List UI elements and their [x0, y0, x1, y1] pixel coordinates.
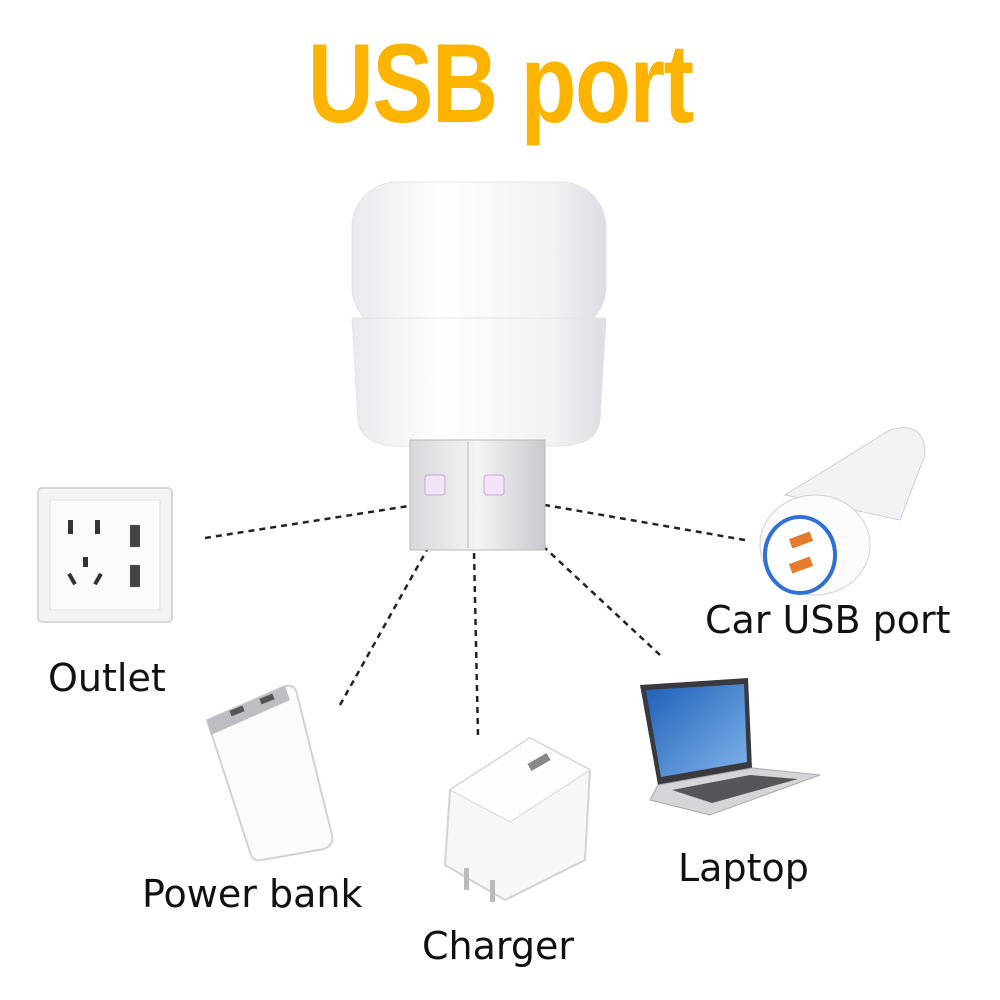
label-laptop: Laptop	[678, 846, 809, 890]
line-outlet	[204, 503, 416, 540]
outlet-image	[37, 487, 173, 623]
label-charger: Charger	[422, 924, 574, 968]
wall-charger-image	[443, 736, 592, 902]
connection-lines	[204, 503, 746, 736]
car-charger-image	[759, 427, 926, 596]
line-charger	[472, 551, 480, 736]
label-car-usb-port: Car USB port	[705, 598, 951, 642]
page-title: USB port	[307, 21, 694, 146]
label-outlet: Outlet	[48, 656, 166, 700]
laptop-image	[640, 678, 821, 816]
usb-lamp-image	[351, 181, 607, 551]
power-bank-image	[205, 684, 334, 862]
line-power-bank	[338, 547, 430, 706]
label-power-bank: Power bank	[142, 872, 363, 916]
line-car	[544, 503, 746, 542]
line-laptop	[544, 547, 661, 656]
